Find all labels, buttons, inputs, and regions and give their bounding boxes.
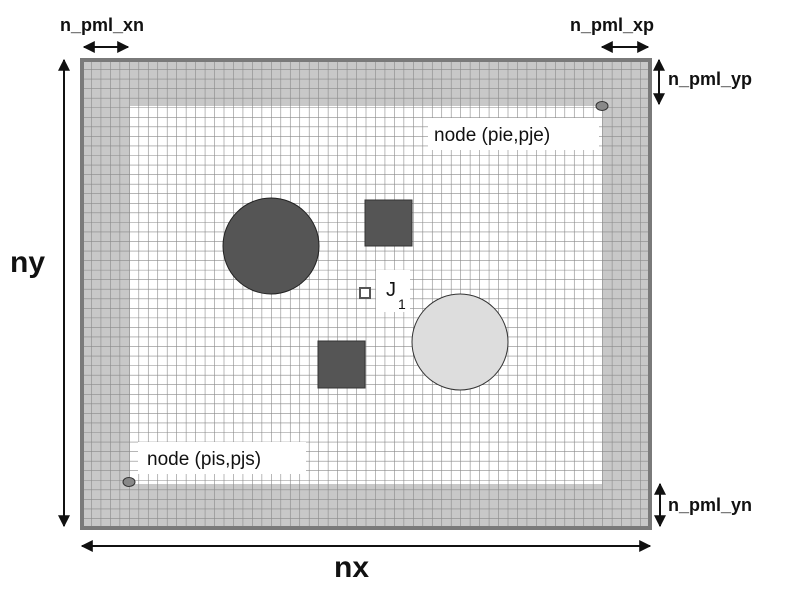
- dark-square-object-upper: [364, 199, 413, 247]
- node-end-marker: [595, 101, 609, 111]
- source-label-subscript: 1: [398, 296, 406, 312]
- node-start-label-box: [138, 442, 306, 474]
- source-label-letter: J: [386, 279, 396, 301]
- dark-circle-object: [222, 197, 320, 295]
- dark-square-object-lower: [317, 340, 366, 389]
- node-end-label: node (pie,pje): [434, 125, 550, 146]
- node-start-marker: [122, 477, 136, 487]
- node-start-label: node (pis,pjs): [147, 449, 261, 470]
- pml-yp-label: n_pml_yp: [668, 69, 752, 89]
- nx-label: nx: [334, 551, 369, 584]
- ny-label: ny: [10, 246, 45, 279]
- light-circle-object: [411, 293, 509, 391]
- source-marker: [359, 287, 371, 299]
- pml-yn-label: n_pml_yn: [668, 495, 752, 515]
- domain-border: [80, 58, 652, 530]
- pml-xp-label: n_pml_xp: [570, 15, 654, 35]
- source-label-box: [376, 270, 410, 312]
- node-end-label-box: [428, 118, 599, 150]
- pml-xn-label: n_pml_xn: [60, 15, 144, 35]
